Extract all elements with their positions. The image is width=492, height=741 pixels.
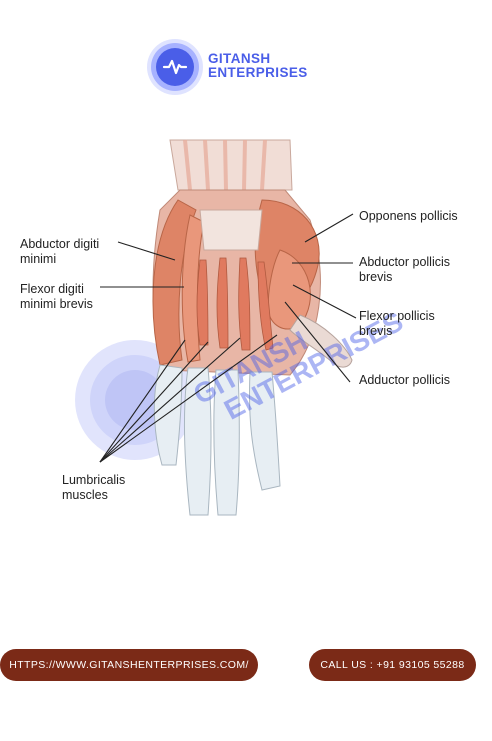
call-us-button[interactable]: CALL US : +91 93105 55288 [309,649,476,681]
leader-lumbricalis-1 [99,339,186,463]
label-opponens-pollicis: Opponens pollicis [359,209,458,223]
leader-lumbricalis-2 [99,341,209,463]
website-link-button[interactable]: HTTPS://WWW.GITANSHENTERPRISES.COM/ [0,649,258,681]
label-flexor-digiti-minimi-brevis: Flexor digiti minimi brevis [20,282,93,311]
label-lumbricalis-muscles: Lumbricalis muscles [62,473,126,502]
leader-opponens-pollicis [304,213,354,243]
brand-logo: GITANSH ENTERPRISES [146,38,346,96]
leader-lumbricalis-3 [99,337,241,463]
label-adductor-pollicis: Adductor pollicis [359,373,451,387]
hand-illustration: GITANSH ENTERPRISES [75,139,408,516]
leader-lumbricalis-4 [99,334,278,463]
leader-adductor-pollicis [284,301,351,383]
brand-name-line2: ENTERPRISES [208,65,308,80]
pulse-logo-icon [147,39,203,95]
hand-muscle-diagram: GITANSH ENTERPRISES Abductor digiti mini… [0,130,492,530]
label-abductor-digiti-minimi: Abductor digiti minimi [20,237,100,266]
brand-name-line1: GITANSH [208,51,271,66]
brand-name: GITANSH ENTERPRISES [208,52,308,80]
leader-flexor-pollicis-brevis [292,284,357,319]
label-flexor-pollicis-brevis: Flexor pollicis brevis [359,309,435,338]
label-abductor-pollicis-brevis: Abductor pollicis brevis [359,255,451,284]
leader-abductor-digiti-minimi [117,241,176,261]
